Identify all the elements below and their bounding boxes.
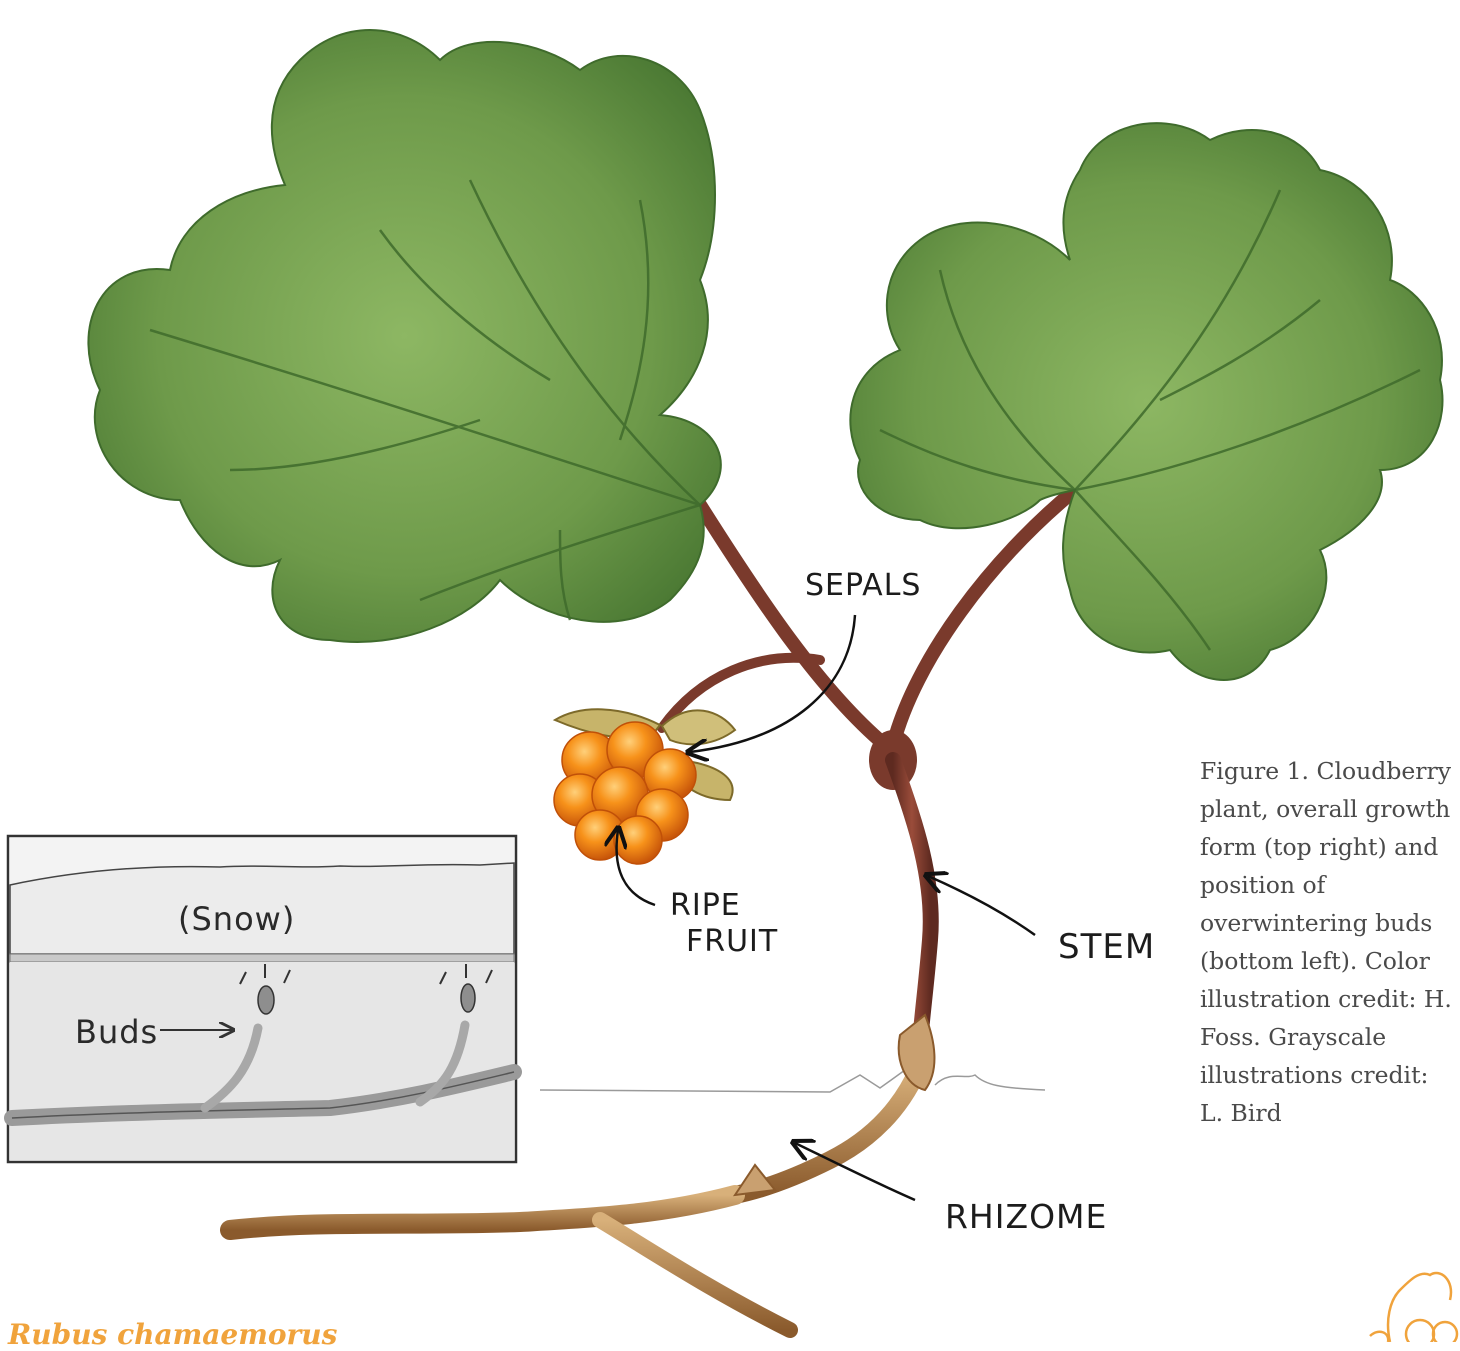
label-rhizome: RHIZOME — [945, 1197, 1107, 1236]
ground-surface — [10, 954, 514, 962]
label-snow: (Snow) — [178, 900, 295, 938]
label-fruit: FRUIT — [686, 924, 778, 959]
left-leaf — [88, 30, 720, 642]
bud-left — [258, 986, 274, 1014]
ground-line — [540, 1070, 1045, 1092]
label-ripe: RIPE — [670, 888, 741, 923]
ripe-fruit — [554, 709, 735, 864]
stem-arrow — [928, 876, 1035, 935]
cloudberry-logo — [1370, 1273, 1457, 1342]
buds-inset: (Snow) Buds — [8, 836, 516, 1162]
label-buds: Buds — [75, 1013, 158, 1051]
fruit-drupelets — [554, 722, 696, 864]
left-petiole — [700, 505, 885, 745]
label-sepals: SEPALS — [805, 568, 921, 603]
right-petiole — [893, 490, 1075, 745]
species-name: Rubus chamaemorus — [8, 1318, 337, 1351]
right-leaf — [850, 123, 1442, 680]
bud-right — [461, 984, 475, 1012]
label-stem: STEM — [1058, 927, 1155, 967]
figure-caption: Figure 1. Cloudberry plant, overall grow… — [1200, 752, 1455, 1132]
